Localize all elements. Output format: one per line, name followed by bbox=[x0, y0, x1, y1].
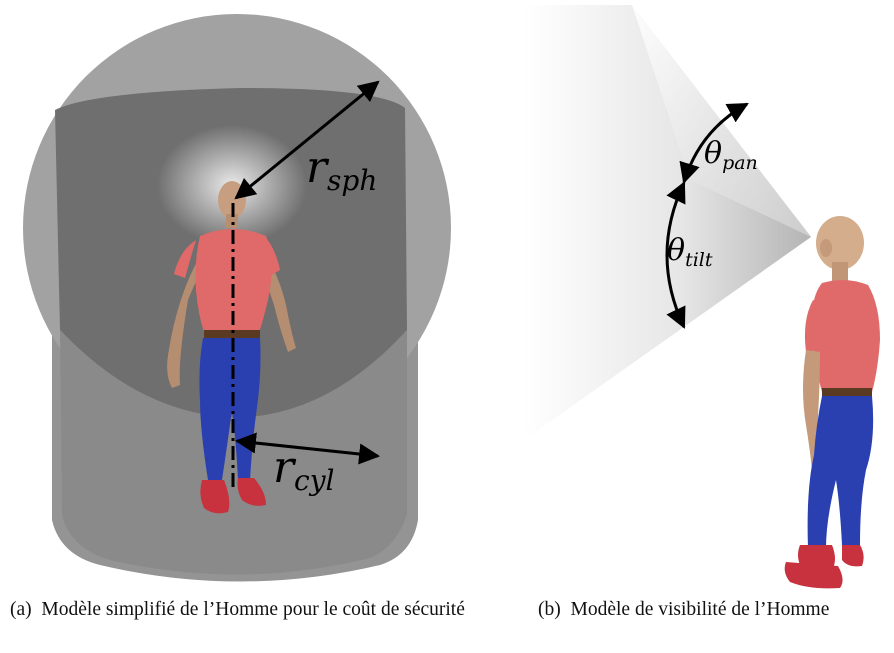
human-figure-front bbox=[167, 181, 296, 514]
panel-a: rsph rcyl bbox=[23, 14, 451, 582]
r-sph-label: rsph bbox=[306, 142, 377, 197]
r-cyl-arrow bbox=[234, 432, 381, 465]
theta-tilt-arrow bbox=[665, 181, 686, 329]
theta-tilt-label: θtilt bbox=[667, 233, 713, 271]
caption-b: (b) Modèle de visibilité de l’Homme bbox=[538, 597, 894, 623]
caption-b-prefix: (b) bbox=[538, 599, 561, 620]
r-cyl-label: rcyl bbox=[273, 442, 335, 497]
caption-a: (a) Modèle simplifié de l’Homme pour le … bbox=[10, 597, 480, 623]
caption-a-text: Modèle simplifié de l’Homme pour le coût… bbox=[41, 599, 465, 620]
r-sph-arrow bbox=[234, 80, 380, 200]
panel-b: θpan θtilt bbox=[524, 5, 880, 589]
human-figure-side bbox=[784, 216, 880, 589]
theta-pan-label: θpan bbox=[704, 136, 758, 174]
caption-a-prefix: (a) bbox=[10, 599, 32, 620]
theta-pan-arrow bbox=[679, 102, 749, 185]
caption-b-text: Modèle de visibilité de l’Homme bbox=[570, 599, 830, 620]
